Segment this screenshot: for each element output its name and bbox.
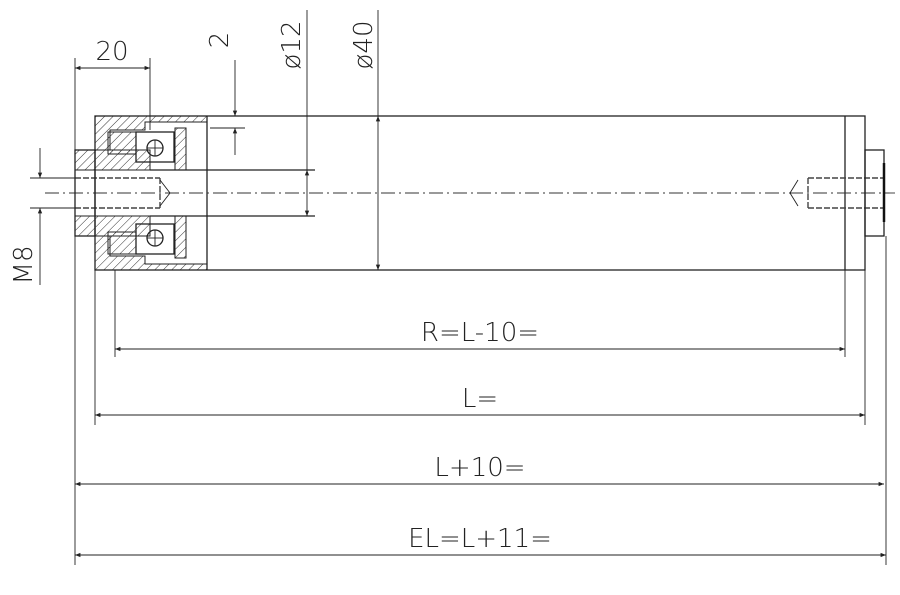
- dim-tube-diameter: ø40: [349, 21, 379, 70]
- left-bearing-housing: [74, 115, 208, 271]
- dimension-lines: [37, 10, 886, 558]
- shaft: [45, 169, 895, 217]
- dim-gap: 2: [205, 32, 235, 49]
- dim-flange-width: 20: [95, 37, 128, 67]
- dim-overall-length: EL=L+11=: [408, 524, 552, 554]
- extension-lines: [30, 58, 887, 565]
- dim-length: L=: [462, 384, 498, 414]
- dim-shaft-diameter: ø12: [277, 21, 307, 70]
- dim-roller-length: R=L-10=: [421, 318, 539, 348]
- dim-thread: M8: [9, 246, 39, 285]
- dim-length-plus-10: L+10=: [434, 453, 525, 483]
- right-end-cap: [864, 149, 886, 237]
